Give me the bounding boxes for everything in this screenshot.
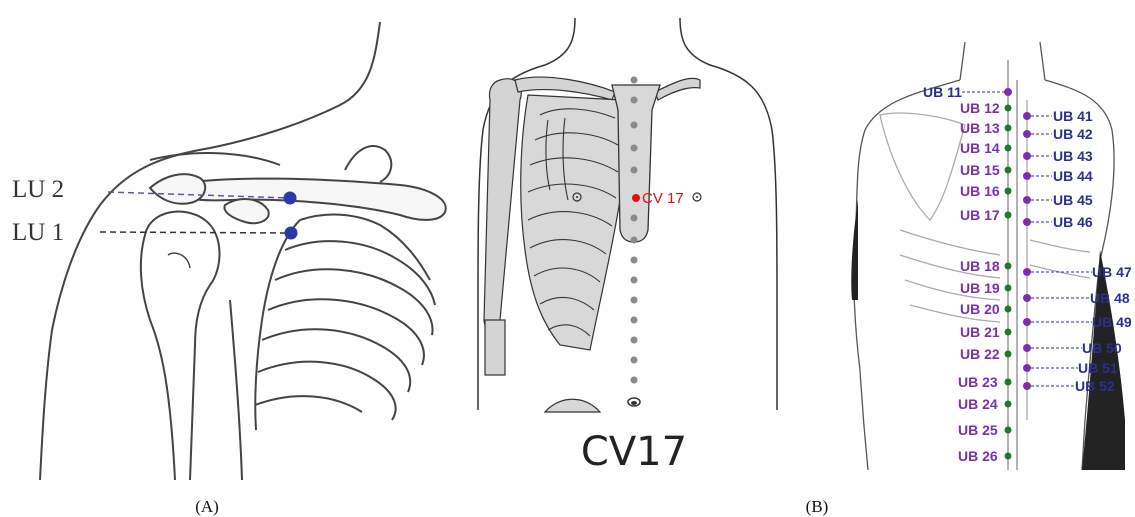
ub-left-labels: UB 12 UB 13 UB 14 UB 15 UB 16 UB 17 UB 1… (958, 100, 1000, 464)
svg-text:UB 47: UB 47 (1092, 264, 1132, 280)
cv17-title: CV17 (581, 429, 687, 475)
svg-text:UB 17: UB 17 (960, 207, 1000, 223)
ub-right-labels: UB 41 UB 42 UB 43 UB 44 UB 45 UB 46 UB 4… (1053, 108, 1132, 394)
svg-text:UB 18: UB 18 (960, 258, 1000, 274)
svg-text:UB 44: UB 44 (1053, 168, 1093, 184)
cv17-point-label: CV 17 (642, 190, 684, 207)
caption-b: (B) (806, 497, 829, 516)
svg-text:UB 22: UB 22 (960, 346, 1000, 362)
lu1-guide-line (100, 232, 290, 233)
svg-text:UB 19: UB 19 (960, 280, 1000, 296)
lu1-label: LU 1 (12, 219, 64, 246)
svg-text:UB 25: UB 25 (958, 422, 998, 438)
svg-text:UB 24: UB 24 (958, 396, 998, 412)
ub11-label: UB 11 (923, 84, 962, 100)
svg-text:UB 23: UB 23 (958, 374, 998, 390)
lu2-label: LU 2 (12, 176, 64, 203)
lu1-point (285, 227, 298, 240)
svg-text:UB 16: UB 16 (960, 183, 1000, 199)
svg-text:UB 46: UB 46 (1053, 214, 1093, 230)
svg-text:UB 41: UB 41 (1053, 108, 1093, 124)
svg-text:UB 15: UB 15 (960, 162, 1000, 178)
back-shading-left (851, 200, 858, 300)
svg-text:UB 52: UB 52 (1075, 378, 1115, 394)
svg-text:UB 21: UB 21 (960, 324, 1000, 340)
svg-text:UB 14: UB 14 (960, 140, 1000, 156)
svg-text:UB 42: UB 42 (1053, 126, 1093, 142)
svg-text:UB 49: UB 49 (1092, 314, 1132, 330)
cv17-point (632, 194, 640, 202)
svg-text:UB 20: UB 20 (960, 301, 1000, 317)
chest-illustration (478, 18, 777, 412)
svg-text:UB 13: UB 13 (960, 120, 1000, 136)
shoulder-illustration (40, 22, 446, 480)
svg-text:UB 48: UB 48 (1090, 290, 1130, 306)
svg-text:UB 45: UB 45 (1053, 192, 1093, 208)
svg-text:UB 26: UB 26 (958, 448, 998, 464)
svg-text:UB 43: UB 43 (1053, 148, 1093, 164)
lu2-point (284, 192, 297, 205)
caption-a: (A) (195, 497, 219, 516)
svg-text:UB 12: UB 12 (960, 100, 1000, 116)
svg-text:UB 51: UB 51 (1078, 360, 1118, 376)
svg-text:UB 50: UB 50 (1082, 340, 1122, 356)
